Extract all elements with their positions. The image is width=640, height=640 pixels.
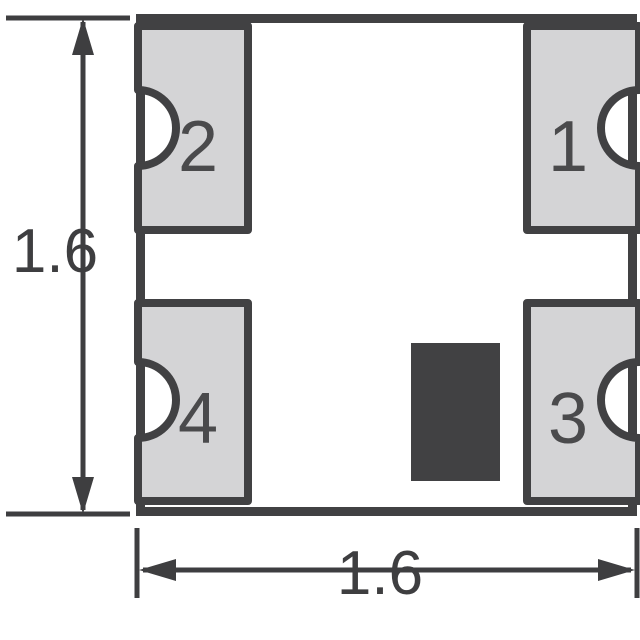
horizontal-dimension-value: 1.6 xyxy=(337,539,423,608)
pad-1-label: 1 xyxy=(548,107,588,187)
pad-2-label: 2 xyxy=(178,107,218,187)
pad-group xyxy=(134,22,640,505)
vertical-dimension-value: 1.6 xyxy=(12,217,98,286)
horizontal-dimension-arrow-left-icon xyxy=(139,559,176,581)
pad-4-shape xyxy=(134,299,252,505)
horizontal-dimension xyxy=(134,528,640,598)
polarity-marking-rectangle xyxy=(411,343,500,481)
vertical-dimension-arrow-up-icon xyxy=(72,18,94,55)
vertical-dimension-arrow-down-icon xyxy=(72,477,94,514)
pad-4-label: 4 xyxy=(178,379,218,459)
pad-3-label: 3 xyxy=(548,379,588,459)
pad-2-shape xyxy=(134,22,252,234)
vertical-dimension xyxy=(6,15,130,517)
pad-3-shape xyxy=(523,299,640,505)
horizontal-dimension-arrow-right-icon xyxy=(598,559,635,581)
pad-1-shape xyxy=(523,22,640,234)
